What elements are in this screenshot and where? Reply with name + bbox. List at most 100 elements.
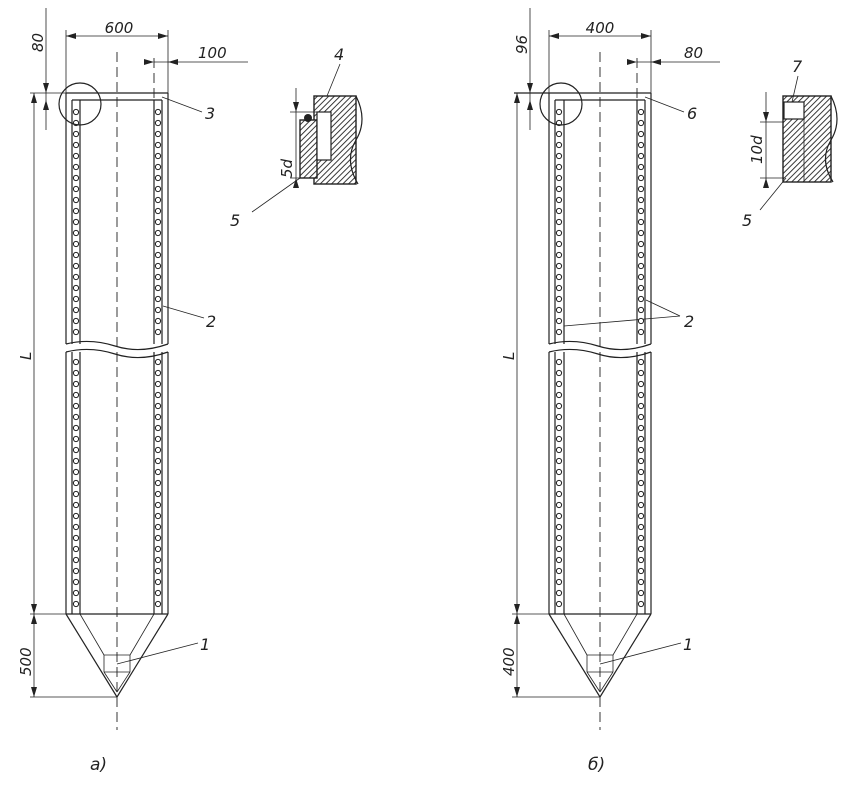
rebar-dot <box>72 152 80 160</box>
rebar-dot <box>154 152 162 160</box>
detail-circle-b <box>539 82 583 126</box>
rebar-dot <box>637 435 645 443</box>
rebar-dot <box>154 402 162 410</box>
dimensions-a <box>30 8 248 698</box>
rebar-dot <box>72 306 80 314</box>
rebar-dot <box>154 490 162 498</box>
rebar-dot <box>154 578 162 586</box>
rebar-dot <box>555 523 563 531</box>
label-1-b: 1 <box>683 635 693 654</box>
caption-b: б) <box>588 755 605 775</box>
rebar-dot <box>637 306 645 314</box>
rebar-dot <box>555 369 563 377</box>
rebar-dot <box>154 358 162 366</box>
rebar-dot <box>72 545 80 553</box>
rebar-dot <box>72 391 80 399</box>
rebar-dot <box>72 317 80 325</box>
rebar-dot <box>555 251 563 259</box>
rebar-dot <box>72 229 80 237</box>
rebar-dot <box>72 490 80 498</box>
rebar-dot <box>72 413 80 421</box>
rebar-dot <box>72 284 80 292</box>
rebar-dot <box>72 479 80 487</box>
rebar-dot <box>555 240 563 248</box>
rebar-dot <box>72 240 80 248</box>
rebar-dot <box>637 328 645 336</box>
rebar-dot <box>72 108 80 116</box>
rebar-dot <box>154 218 162 226</box>
dimensions-b <box>512 8 720 698</box>
dim-length-a: L <box>17 352 35 360</box>
rebar-dot <box>72 273 80 281</box>
rebar-dot <box>637 391 645 399</box>
label-5-b: 5 <box>742 211 752 230</box>
rebar-dot <box>637 130 645 138</box>
rebar-dot <box>154 295 162 303</box>
rebar-dot <box>72 380 80 388</box>
rebar-dot <box>637 152 645 160</box>
rebar-dot <box>555 185 563 193</box>
rebar-dot <box>154 317 162 325</box>
rebar-dot <box>72 600 80 608</box>
rebar-dot <box>154 229 162 237</box>
dim-length-b: L <box>500 352 518 360</box>
rebar-dot <box>637 600 645 608</box>
rebar-dot <box>72 435 80 443</box>
detail-a: 5d 4 5 <box>230 45 363 230</box>
rebar-dot <box>637 251 645 259</box>
rebar-dot <box>555 130 563 138</box>
rebar-dot <box>555 295 563 303</box>
rebar-dot <box>555 534 563 542</box>
rebar-dot <box>154 328 162 336</box>
rebar-dot <box>555 567 563 575</box>
spiral-dots-a <box>72 108 162 608</box>
rebar-dot <box>555 468 563 476</box>
rebar-dot <box>72 556 80 564</box>
detail-b: 10d 7 5 <box>742 57 838 230</box>
rebar-dot <box>154 512 162 520</box>
rebar-dot <box>637 369 645 377</box>
rebar-dot <box>555 207 563 215</box>
rebar-dot <box>154 380 162 388</box>
rebar-dot <box>555 391 563 399</box>
rebar-dot <box>637 108 645 116</box>
rebar-dot <box>154 369 162 377</box>
rebar-dot <box>154 141 162 149</box>
rebar-dot <box>637 185 645 193</box>
rebar-dot <box>72 358 80 366</box>
rebar-dot <box>637 512 645 520</box>
rebar-dot <box>154 284 162 292</box>
rebar-dot <box>555 424 563 432</box>
rebar-dot <box>555 435 563 443</box>
rebar-dot <box>154 468 162 476</box>
rebar-dot <box>555 556 563 564</box>
rebar-dot <box>637 141 645 149</box>
rebar-dot <box>72 262 80 270</box>
rebar-dot <box>72 328 80 336</box>
rebar-dot <box>72 589 80 597</box>
rebar-dot <box>154 567 162 575</box>
rebar-dot <box>637 218 645 226</box>
rebar-dot <box>154 413 162 421</box>
dim-top-b: 96 <box>513 35 531 54</box>
rebar-dot <box>637 207 645 215</box>
rebar-dot <box>555 501 563 509</box>
rebar-dot <box>72 174 80 182</box>
rebar-dot <box>555 273 563 281</box>
rebar-dot <box>72 163 80 171</box>
rebar-dot <box>637 317 645 325</box>
rebar-dot <box>154 457 162 465</box>
rebar-dot <box>555 284 563 292</box>
rebar-dot <box>72 185 80 193</box>
rebar-dot <box>72 130 80 138</box>
rebar-dot <box>72 196 80 204</box>
rebar-dot <box>154 479 162 487</box>
pile-body-a <box>65 92 169 698</box>
rebar-dot <box>555 589 563 597</box>
rebar-dot <box>637 567 645 575</box>
dim-width-b: 400 <box>586 19 615 37</box>
detail-circle-a <box>58 82 102 126</box>
rebar-dot <box>637 402 645 410</box>
